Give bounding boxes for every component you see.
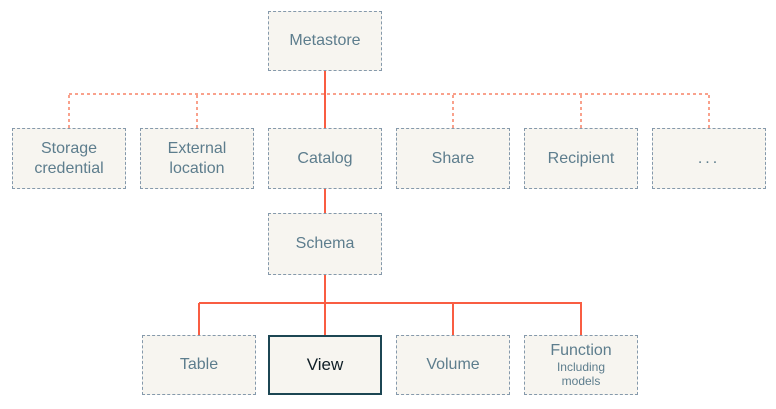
connector-schema-view — [324, 275, 326, 335]
node-volume-label: Volume — [426, 356, 480, 374]
connector-drop-table — [198, 303, 200, 335]
node-function-label: Function — [550, 342, 612, 360]
node-metastore-label: Metastore — [289, 32, 361, 50]
node-storage-credential: Storage credential — [12, 128, 126, 189]
node-metastore: Metastore — [268, 11, 382, 71]
connector-metastore-catalog — [324, 71, 326, 128]
node-table: Table — [142, 335, 256, 395]
node-schema: Schema — [268, 213, 382, 275]
node-catalog-label: Catalog — [297, 149, 353, 167]
node-share-label: Share — [431, 149, 475, 167]
connector-drop-share — [452, 95, 454, 128]
node-schema-label: Schema — [295, 235, 355, 253]
node-function: Function Including models — [524, 335, 638, 395]
connector-drop-function — [580, 303, 582, 335]
connector-level4-bus — [199, 302, 582, 304]
node-external-location-label: External location — [167, 139, 227, 177]
node-catalog: Catalog — [268, 128, 382, 189]
connector-drop-external-location — [196, 95, 198, 128]
node-view-label: View — [306, 354, 344, 374]
node-recipient: Recipient — [524, 128, 638, 189]
node-more-label: ... — [697, 149, 721, 167]
node-external-location: External location — [140, 128, 254, 189]
connector-drop-storage-credential — [68, 95, 70, 128]
connector-drop-more — [708, 95, 710, 128]
node-storage-credential-label: Storage credential — [34, 139, 104, 177]
node-function-sublabel: Including models — [556, 359, 606, 388]
node-recipient-label: Recipient — [547, 149, 615, 167]
connector-catalog-schema — [324, 189, 326, 213]
node-share: Share — [396, 128, 510, 189]
node-view: View — [268, 335, 382, 395]
node-table-label: Table — [179, 356, 219, 374]
connector-drop-volume — [452, 303, 454, 335]
connector-level2-bus — [69, 93, 709, 95]
node-volume: Volume — [396, 335, 510, 395]
connector-drop-recipient — [580, 95, 582, 128]
node-more: ... — [652, 128, 766, 189]
